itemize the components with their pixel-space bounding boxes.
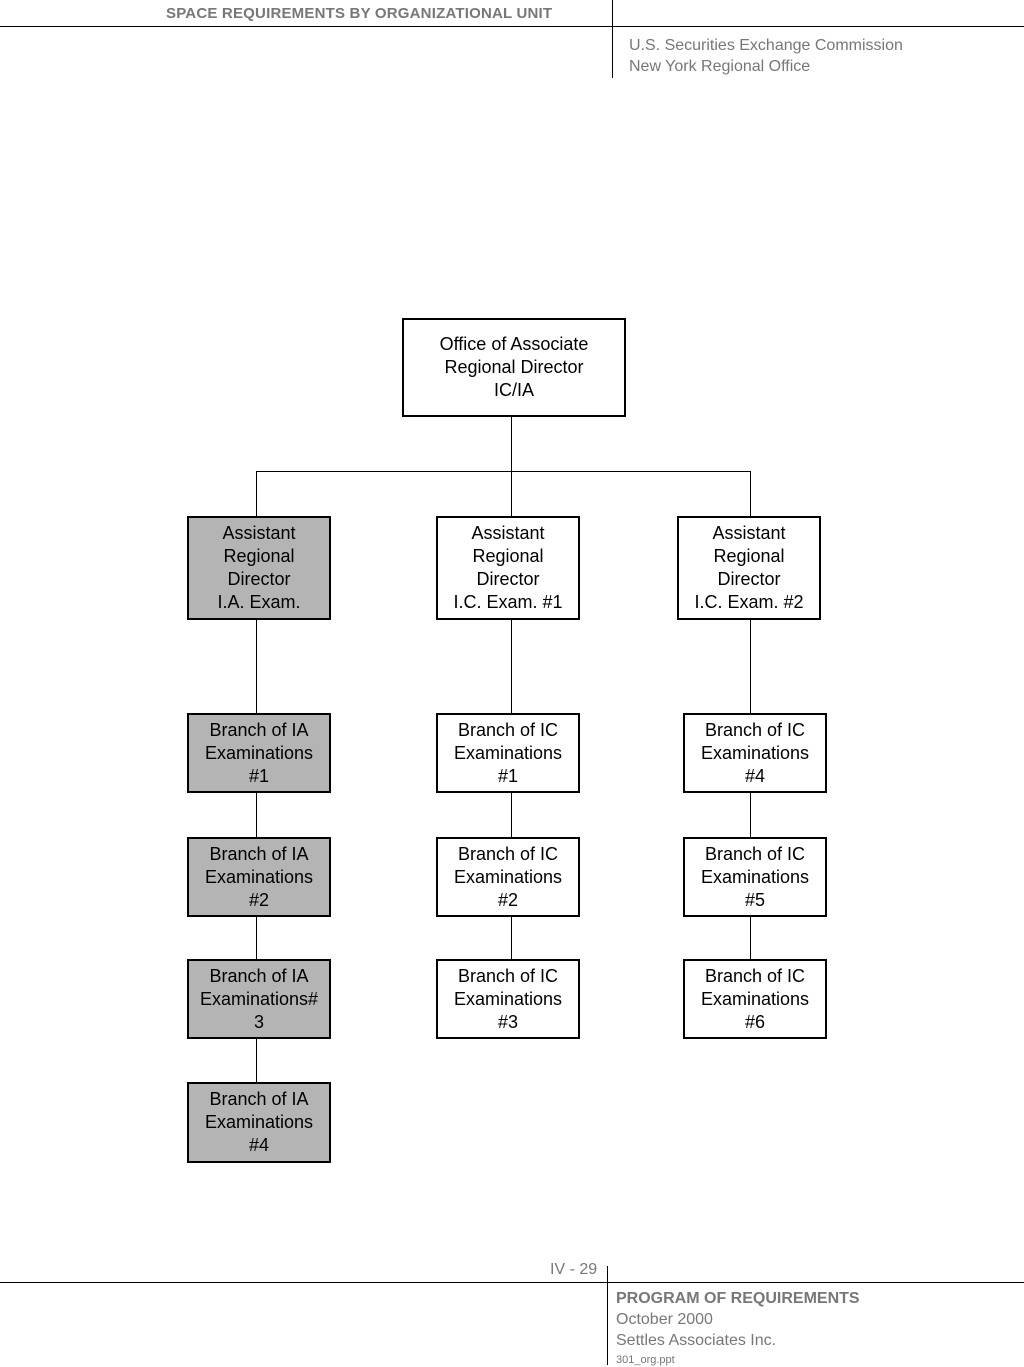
header-rule bbox=[0, 26, 1024, 27]
connector-line bbox=[511, 618, 512, 714]
connector-line bbox=[256, 471, 257, 517]
connector-line bbox=[256, 916, 257, 960]
org-node-ia-branch-3: Branch of IA Examinations# 3 bbox=[187, 959, 331, 1039]
office-name: New York Regional Office bbox=[629, 58, 811, 75]
org-node-ard-ic-exam-1: Assistant Regional Director I.C. Exam. #… bbox=[436, 516, 580, 620]
connector-line bbox=[256, 618, 257, 714]
connector-line bbox=[256, 1037, 257, 1083]
connector-line bbox=[256, 471, 751, 472]
connector-line bbox=[256, 792, 257, 838]
header-title: SPACE REQUIREMENTS BY ORGANIZATIONAL UNI… bbox=[166, 5, 553, 22]
header-org-block: U.S. Securities Exchange Commission New … bbox=[629, 35, 903, 77]
connector-line bbox=[511, 916, 512, 960]
org-node-associate-regional-director: Office of Associate Regional Director IC… bbox=[402, 318, 626, 417]
org-node-ic-branch-4: Branch of IC Examinations #4 bbox=[683, 713, 827, 793]
org-node-ia-branch-4: Branch of IA Examinations #4 bbox=[187, 1082, 331, 1163]
header-divider bbox=[612, 0, 613, 78]
report-date: October 2000 bbox=[616, 1311, 713, 1328]
org-name: U.S. Securities Exchange Commission bbox=[629, 37, 903, 54]
org-node-ia-branch-2: Branch of IA Examinations #2 bbox=[187, 837, 331, 917]
connector-line bbox=[511, 792, 512, 838]
org-node-ic-branch-2: Branch of IC Examinations #2 bbox=[436, 837, 580, 917]
footer-rule bbox=[0, 1282, 1024, 1283]
connector-line bbox=[511, 416, 512, 517]
org-node-ic-branch-3: Branch of IC Examinations #3 bbox=[436, 959, 580, 1039]
footer-divider bbox=[607, 1266, 608, 1365]
connector-line bbox=[750, 792, 751, 838]
page-number: IV - 29 bbox=[550, 1261, 598, 1278]
program-title: PROGRAM OF REQUIREMENTS bbox=[616, 1290, 860, 1307]
org-node-ic-branch-5: Branch of IC Examinations #5 bbox=[683, 837, 827, 917]
org-node-ia-branch-1: Branch of IA Examinations #1 bbox=[187, 713, 331, 793]
footer-info-block: PROGRAM OF REQUIREMENTS October 2000 Set… bbox=[616, 1288, 860, 1367]
org-node-ic-branch-6: Branch of IC Examinations #6 bbox=[683, 959, 827, 1039]
connector-line bbox=[750, 916, 751, 960]
connector-line bbox=[750, 618, 751, 714]
connector-line bbox=[750, 471, 751, 517]
company-name: Settles Associates Inc. bbox=[616, 1332, 777, 1349]
org-node-ard-ia-exam: Assistant Regional Director I.A. Exam. bbox=[187, 516, 331, 620]
source-filename: 301_org.ppt bbox=[616, 1354, 675, 1366]
org-node-ic-branch-1: Branch of IC Examinations #1 bbox=[436, 713, 580, 793]
org-node-ard-ic-exam-2: Assistant Regional Director I.C. Exam. #… bbox=[677, 516, 821, 620]
